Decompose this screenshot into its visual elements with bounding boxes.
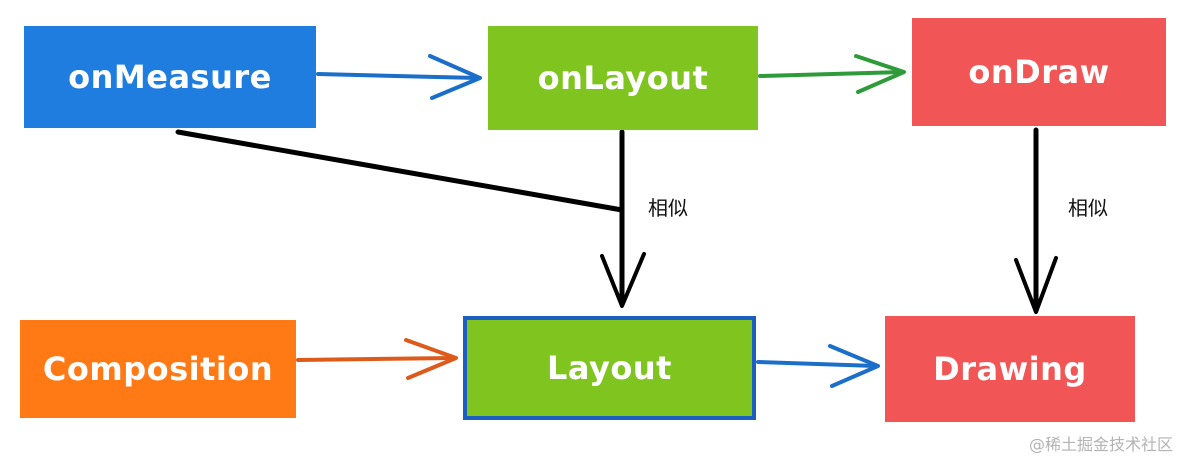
node-onmeasure-label: onMeasure [68,58,272,96]
line-onmeasure-to-layout [175,129,625,213]
node-layout: Layout [463,316,756,420]
node-onmeasure: onMeasure [24,26,316,128]
arrow-layout-to-drawing [756,344,880,388]
node-layout-label: Layout [547,349,672,387]
node-composition-label: Composition [42,350,274,388]
node-drawing-label: Drawing [933,350,1087,388]
node-ondraw-label: onDraw [968,53,1110,91]
node-ondraw: onDraw [912,18,1166,126]
edge-label-similar: 相似 [1068,196,1108,220]
node-composition: Composition [20,320,296,418]
node-onlayout-label: onLayout [537,59,709,97]
arrow-ondraw-to-drawing [1014,127,1058,314]
node-drawing: Drawing [885,316,1135,422]
watermark: @稀土掘金技术社区 [1028,435,1173,454]
node-onlayout: onLayout [488,26,758,130]
arrow-onlayout-to-ondraw [758,54,906,94]
edge-label-similar: 相似 [648,196,688,220]
arrow-onlayout-to-layout [600,129,646,308]
arrow-onmeasure-to-onlayout [316,54,482,100]
arrow-composition-to-layout [296,338,458,380]
